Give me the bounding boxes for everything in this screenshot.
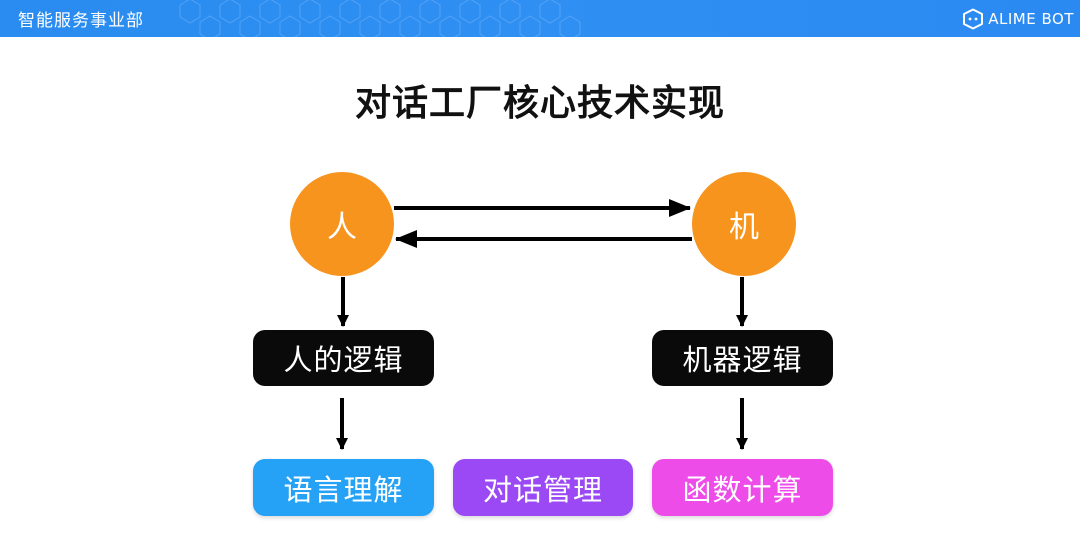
machine-node: 机 — [692, 172, 796, 276]
header-bar: 智能服务事业部 ALIME BOT — [0, 0, 1080, 37]
language-understanding-box: 语言理解 — [253, 459, 434, 516]
dialog-management-box: 对话管理 — [453, 459, 633, 516]
slide-title: 对话工厂核心技术实现 — [354, 83, 725, 124]
brand-logo: ALIME BOT — [962, 7, 1074, 31]
function-compute-box: 函数计算 — [652, 459, 833, 516]
alime-cube-icon — [963, 8, 984, 30]
department-name: 智能服务事业部 — [18, 11, 144, 31]
human-logic-box: 人的逻辑 — [253, 330, 434, 386]
brand-name: ALIME BOT — [988, 10, 1074, 28]
human-node: 人 — [290, 172, 394, 276]
hex-pattern — [179, 0, 581, 37]
machine-logic-box: 机器逻辑 — [652, 330, 833, 386]
